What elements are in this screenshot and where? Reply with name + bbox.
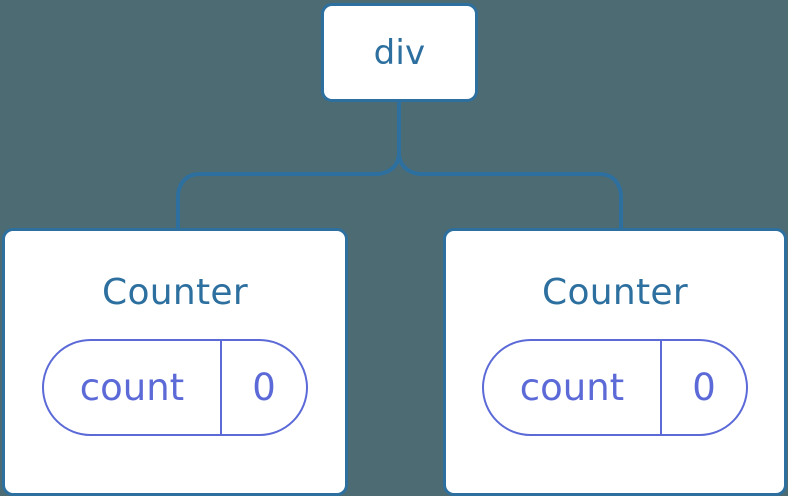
node-counter-left[interactable]: Counter count 0 xyxy=(2,228,348,496)
node-counter-left-label: Counter xyxy=(102,272,248,313)
node-div-label: div xyxy=(373,32,426,73)
node-counter-right[interactable]: Counter count 0 xyxy=(443,228,787,496)
node-counter-right-label: Counter xyxy=(542,272,688,313)
edge-to-counter-left xyxy=(176,151,401,228)
state-value-label: 0 xyxy=(220,341,306,434)
state-key-label: count xyxy=(519,366,625,409)
state-key-label: count xyxy=(79,366,185,409)
state-pill-counter-left[interactable]: count 0 xyxy=(42,339,308,436)
node-div[interactable]: div xyxy=(321,3,478,102)
edge-to-counter-right xyxy=(397,151,623,228)
state-value-label: 0 xyxy=(660,341,746,434)
state-pill-counter-right[interactable]: count 0 xyxy=(482,339,748,436)
